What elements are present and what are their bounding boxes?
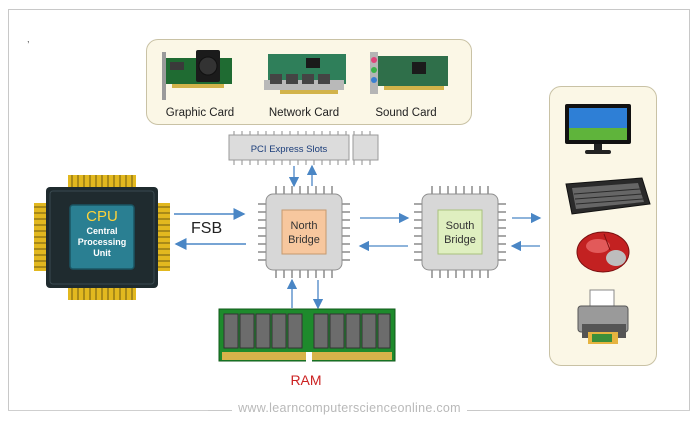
pci-express-slot bbox=[228, 131, 379, 165]
network-card-label: Network Card bbox=[268, 107, 340, 119]
fsb-label: FSB bbox=[191, 220, 223, 237]
footer-rule-right bbox=[480, 410, 690, 411]
north-bridge-chip bbox=[258, 186, 350, 278]
bridge-link-arrows bbox=[358, 212, 410, 252]
ram-label: RAM bbox=[290, 372, 322, 388]
sound-card-icon bbox=[370, 52, 448, 94]
ram-link-arrows bbox=[286, 278, 324, 310]
footer-watermark: www.learncomputerscienceonline.com bbox=[0, 401, 699, 415]
south-bridge-label: South Bridge bbox=[444, 220, 476, 246]
footer-url: www.learncomputerscienceonline.com bbox=[232, 401, 467, 415]
graphic-card-label: Graphic Card bbox=[165, 107, 235, 119]
mouse-icon bbox=[576, 231, 630, 273]
network-card-icon bbox=[264, 54, 346, 94]
keyboard-icon bbox=[565, 177, 651, 215]
pci-express-label: PCI Express Slots bbox=[250, 144, 328, 155]
printer-icon bbox=[577, 289, 629, 344]
cpu-title: CPU bbox=[86, 208, 118, 225]
south-bridge-chip bbox=[414, 186, 506, 278]
cpu-chip bbox=[34, 175, 170, 300]
graphic-card-icon bbox=[162, 50, 232, 100]
footer-rule-left bbox=[8, 410, 208, 411]
cpu-subtitle: Central Processing Unit bbox=[77, 226, 127, 258]
peripheral-link-arrows bbox=[510, 212, 542, 252]
monitor-icon bbox=[565, 104, 631, 154]
ram-module bbox=[218, 308, 396, 362]
pci-link-arrows bbox=[288, 164, 318, 188]
north-bridge-label: North Bridge bbox=[288, 220, 320, 246]
stray-mark: , bbox=[27, 34, 30, 44]
sound-card-label: Sound Card bbox=[375, 107, 437, 119]
fsb-arrows bbox=[174, 208, 246, 250]
